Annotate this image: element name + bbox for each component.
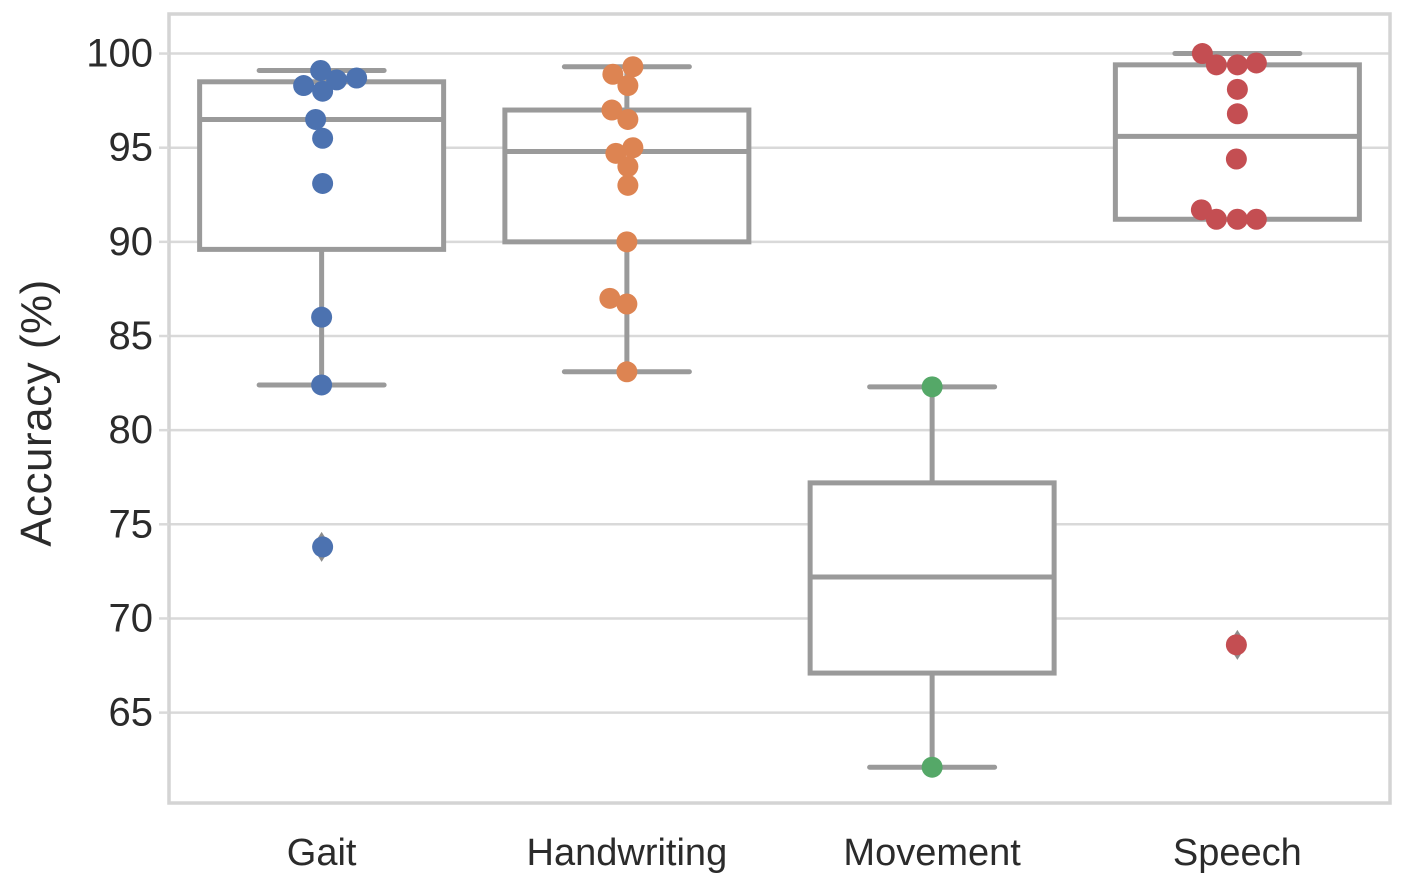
strip-point: [622, 137, 644, 159]
strip-point: [1226, 103, 1248, 125]
strip-point: [1205, 208, 1227, 230]
box: [197, 79, 447, 252]
x-category-label: Handwriting: [527, 832, 728, 874]
strip-point: [310, 59, 332, 81]
x-category-label: Gait: [287, 832, 357, 874]
x-category-label: Movement: [843, 832, 1021, 874]
y-tick-label: 70: [109, 596, 154, 640]
plot-frame: [167, 12, 1392, 805]
strip-point: [1191, 43, 1213, 65]
strip-point: [293, 75, 315, 97]
strip-point: [602, 63, 624, 85]
strip-point: [616, 361, 638, 383]
y-tick-label: 85: [109, 314, 154, 358]
strip-point: [921, 756, 943, 778]
strip-point: [312, 536, 334, 558]
strip-point: [311, 306, 333, 328]
y-tick-label: 100: [86, 32, 153, 76]
y-tick-label: 80: [109, 408, 154, 452]
y-tick-label: 75: [109, 502, 154, 546]
strip-point: [311, 374, 333, 396]
strip-point: [312, 127, 334, 149]
strip-point: [616, 293, 638, 315]
strip-point: [1226, 78, 1248, 100]
strip-point: [346, 67, 368, 89]
strip-point: [312, 80, 334, 102]
strip-point: [617, 174, 639, 196]
strip-point: [617, 108, 639, 130]
y-tick-label: 90: [109, 220, 154, 264]
strip-point: [305, 108, 327, 130]
y-tick-label: 95: [109, 126, 154, 170]
strip-point: [617, 156, 639, 178]
strip-point: [599, 287, 621, 309]
strip-point: [1245, 208, 1267, 230]
strip-point: [326, 69, 348, 91]
strip-point: [1225, 148, 1247, 170]
strip-point: [921, 376, 943, 398]
strip-point: [1225, 634, 1247, 656]
y-tick-label: 65: [109, 691, 154, 735]
y-axis-title: Accuracy (%): [12, 279, 61, 547]
strip-point: [312, 172, 334, 194]
x-category-label: Speech: [1173, 832, 1302, 874]
strip-point: [1226, 208, 1248, 230]
strip-point: [1205, 54, 1227, 76]
strip-point: [616, 231, 638, 253]
strip-point: [622, 56, 644, 78]
strip-point: [617, 75, 639, 97]
strip-point: [601, 99, 623, 121]
strip-point: [1226, 54, 1248, 76]
strip-point: [1245, 52, 1267, 74]
strip-point: [1190, 199, 1212, 221]
